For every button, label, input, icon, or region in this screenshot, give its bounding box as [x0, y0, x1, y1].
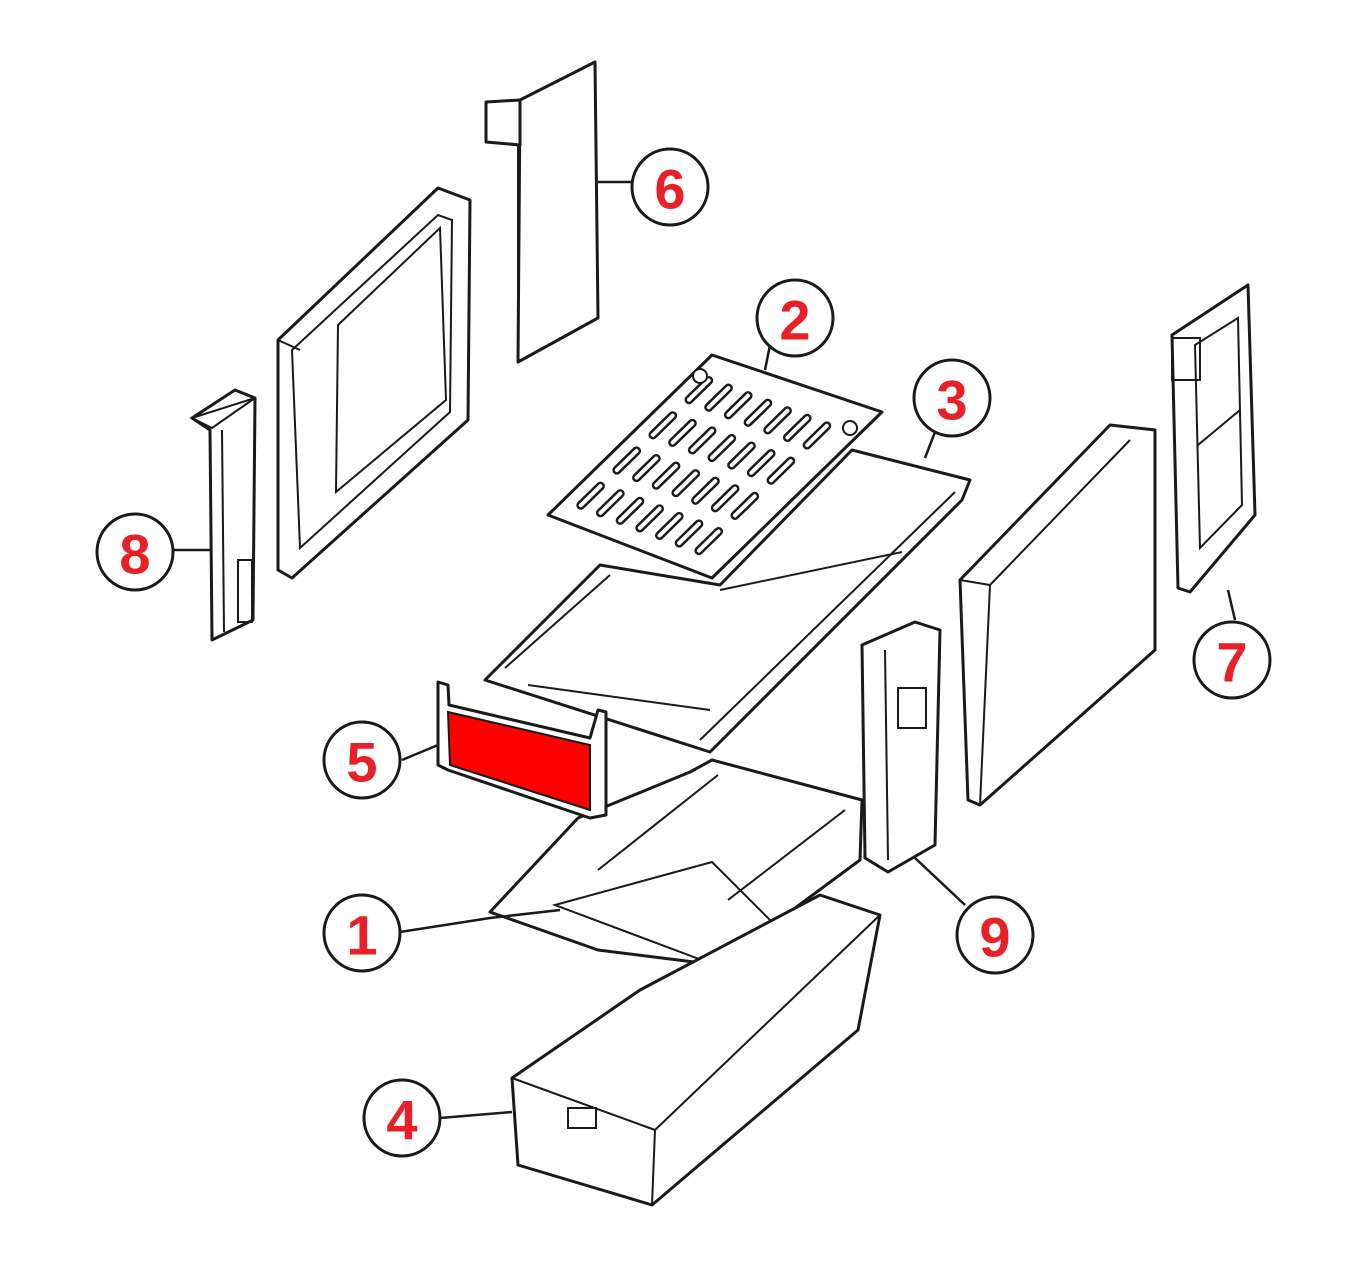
grate-slot-opening: [654, 464, 678, 488]
grate-slot-opening: [706, 386, 731, 410]
svg-text:7: 7: [1216, 631, 1247, 694]
leader-lines: [172, 180, 1237, 1120]
grate-slot-opening: [670, 421, 695, 445]
svg-text:3: 3: [936, 369, 967, 432]
callout-1: 1: [322, 893, 402, 973]
front-lintel-plate: [436, 680, 608, 820]
svg-text:2: 2: [779, 289, 810, 352]
ash-tray: [510, 893, 882, 1207]
grate-slot-opening: [769, 459, 793, 483]
grate-slot-opening: [746, 401, 770, 425]
grate-slot-opening: [710, 436, 734, 460]
grate-slot-opening: [726, 393, 751, 417]
grate-slot-opening: [729, 443, 754, 468]
grate-slot-opening: [673, 471, 698, 495]
grate-slot-opening: [618, 499, 642, 523]
grate-slot-opening: [657, 514, 682, 538]
left-side-bracket: [189, 388, 257, 642]
callout-8: 8: [95, 512, 175, 592]
grate-slot-opening: [732, 494, 757, 518]
grate-slot-opening: [749, 451, 774, 475]
grate-slot-opening: [713, 486, 737, 510]
grate-slot-opening: [805, 423, 829, 448]
svg-text:4: 4: [386, 1089, 417, 1152]
grate-slot-opening: [785, 416, 810, 440]
grate-slot-opening: [765, 408, 790, 432]
right-side-panel: [958, 423, 1157, 807]
grate-slot-opening: [696, 529, 721, 553]
grate-slot-opening: [637, 506, 662, 530]
svg-text:1: 1: [346, 904, 377, 967]
svg-text:9: 9: [979, 906, 1010, 969]
svg-text:6: 6: [654, 158, 685, 221]
grate-slot-opening: [634, 456, 659, 480]
grate-slot-opening: [578, 484, 603, 508]
callout-3: 3: [912, 358, 992, 438]
grate-support-frame: [483, 448, 972, 754]
grate-slot-opening: [693, 479, 718, 503]
callout-5: 5: [322, 720, 402, 800]
svg-text:8: 8: [119, 523, 150, 586]
grate-slot-opening: [598, 491, 623, 515]
grate-slot-opening: [690, 428, 714, 453]
rear-back-plate: [484, 60, 600, 364]
grate-slot-opening: [614, 448, 639, 473]
grate-slot-opening: [677, 521, 701, 546]
callout-2: 2: [755, 278, 835, 358]
right-front-bracket: [860, 620, 942, 874]
grate: [546, 353, 884, 580]
callout-9: 9: [955, 895, 1035, 975]
svg-text:5: 5: [346, 731, 377, 794]
grate-slot-opening: [687, 378, 711, 402]
callout-6: 6: [630, 147, 710, 227]
grate-slot-opening: [650, 413, 675, 437]
callout-4: 4: [362, 1078, 442, 1158]
left-side-panel: [276, 186, 472, 580]
right-side-bracket: [1170, 283, 1257, 594]
callout-7: 7: [1192, 620, 1272, 700]
